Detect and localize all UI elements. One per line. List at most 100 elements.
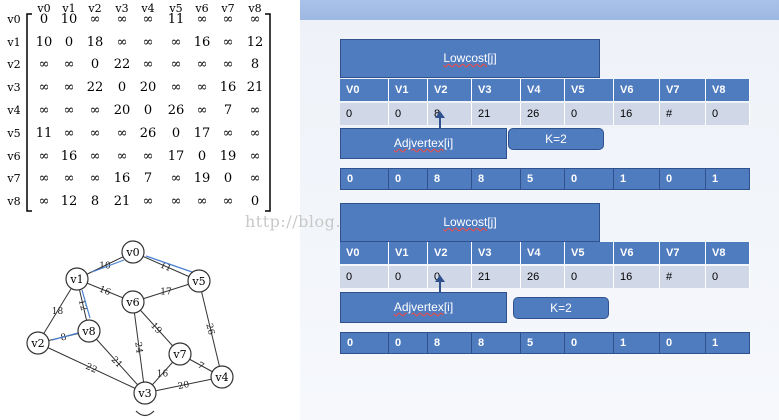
lowcost-value-cell: 26	[521, 103, 565, 125]
matrix-cell: 0	[40, 12, 48, 27]
graph-node-v4	[210, 365, 234, 389]
matrix-cell: ∞	[90, 126, 101, 141]
matrix-col-label: v5	[168, 2, 182, 15]
matrix-right-bracket	[265, 13, 271, 212]
graph-edge	[37, 342, 146, 394]
matrix-cell: 17	[168, 149, 185, 164]
matrix-cell: ∞	[39, 149, 50, 164]
graph-node-label: v7	[172, 348, 186, 361]
matrix-cell: 7	[224, 103, 232, 118]
matrix-row-label: v3	[6, 81, 20, 94]
adjvertex-cell: 1	[614, 168, 660, 190]
graph-edge	[132, 301, 146, 394]
lowcost-header-cell: V8	[706, 242, 750, 264]
matrix-cell: ∞	[90, 103, 101, 118]
matrix-cell: ∞	[39, 194, 50, 209]
matrix-cell: 8	[251, 57, 259, 72]
matrix-cell: 16	[61, 149, 78, 164]
lowcost-value-cell: 0	[706, 266, 750, 288]
lowcost-value-cell: #	[660, 266, 706, 288]
lowcost-value-cell: 0	[565, 266, 614, 288]
lowcost-header-cell: V6	[614, 79, 660, 101]
graph-node-v6	[121, 290, 145, 314]
lowcost-header-cell: V5	[565, 242, 614, 264]
matrix-cell: ∞	[223, 12, 234, 27]
k-label-2: K=2	[513, 297, 609, 319]
matrix-cell: ∞	[223, 126, 234, 141]
matrix-cell: 10	[36, 35, 53, 50]
top-banner-strip	[300, 0, 779, 20]
matrix-cell: ∞	[171, 171, 182, 186]
lowcost-value-cell: 0	[706, 103, 750, 125]
graph-edge-weight: 17	[160, 288, 172, 298]
matrix-cell: 16	[220, 80, 237, 95]
matrix-cell: 19	[220, 149, 237, 164]
matrix-cell: ∞	[197, 80, 208, 95]
matrix-cell: ∞	[39, 80, 50, 95]
matrix-cell: ∞	[197, 103, 208, 118]
lowcost-header-cell: V0	[340, 242, 389, 264]
matrix-cell: 0	[118, 80, 126, 95]
lowcost-title-1: Lowcost[j]	[340, 39, 600, 78]
matrix-cell: ∞	[64, 171, 75, 186]
matrix-row-label: v4	[6, 104, 20, 117]
graph-node-v2	[26, 331, 50, 355]
lowcost-title-2: Lowcost[j]	[340, 203, 600, 242]
adjvertex-cell: 1	[706, 332, 750, 354]
matrix-col-label: v7	[220, 2, 234, 15]
matrix-col-label: v0	[36, 2, 50, 15]
graph-edge-weight: 20	[177, 380, 191, 392]
lowcost-value-cell: 21	[472, 266, 521, 288]
graph-node-v1	[65, 267, 89, 291]
adjvertex-cell: 0	[565, 332, 614, 354]
matrix-cell: ∞	[90, 149, 101, 164]
matrix-row-label: v6	[6, 150, 20, 163]
adjvertex-cell: 5	[521, 168, 565, 190]
matrix-cell: ∞	[197, 57, 208, 72]
adjvertex-title-1-text: Adjvertex[i]	[393, 136, 454, 150]
matrix-row-label: v7	[6, 172, 20, 185]
graph-edge-weight: 26	[203, 322, 215, 336]
matrix-cell: ∞	[223, 35, 234, 50]
matrix-cell: ∞	[223, 194, 234, 209]
matrix-cell: ∞	[143, 12, 154, 27]
matrix-cell: 0	[198, 149, 206, 164]
graph-panel: 1011161718812192426211622207v0v1v2v3v4v5…	[0, 220, 300, 420]
lowcost-value-row-1: 0082126016#0	[340, 103, 750, 125]
matrix-col-label: v1	[61, 2, 75, 15]
matrix-cell: ∞	[39, 103, 50, 118]
graph-edge-weight: 21	[109, 355, 124, 370]
matrix-cell: ∞	[117, 35, 128, 50]
matrix-cell: 0	[144, 103, 152, 118]
matrix-cell: 7	[144, 171, 152, 186]
adjvertex-cell: 8	[472, 332, 521, 354]
matrix-cell: ∞	[39, 171, 50, 186]
adjvertex-title-1: Adjvertex[i]	[340, 128, 507, 159]
matrix-cell: 0	[251, 194, 259, 209]
matrix-col-label: v3	[114, 2, 128, 15]
matrix-cell: 19	[194, 171, 211, 186]
graph-node-label: v8	[81, 325, 95, 338]
matrix-cell: ∞	[143, 194, 154, 209]
lowcost-value-cell: 0	[340, 103, 389, 125]
lowcost-value-row-2: 0002126016#0	[340, 266, 750, 288]
highlight-arrow	[145, 255, 193, 273]
matrix-cell: 26	[168, 103, 185, 118]
graph-edge	[132, 301, 181, 355]
lowcost-value-cell: 0	[340, 266, 389, 288]
graph-node-label: v5	[191, 275, 205, 288]
graph-curl-mark	[135, 410, 155, 417]
graph-edge-weight: 7	[196, 361, 206, 373]
lowcost-header-cell: V5	[565, 79, 614, 101]
highlight-arrow	[51, 332, 79, 341]
matrix-cell: ∞	[143, 57, 154, 72]
lowcost-header-cell: V1	[389, 242, 428, 264]
lowcost-value-cell: 0	[565, 103, 614, 125]
adjvertex-cell: 1	[706, 168, 750, 190]
graph-node-v3	[133, 381, 157, 405]
weighted-graph: 1011161718812192426211622207v0v1v2v3v4v5…	[26, 240, 234, 417]
matrix-cell: 22	[114, 57, 131, 72]
